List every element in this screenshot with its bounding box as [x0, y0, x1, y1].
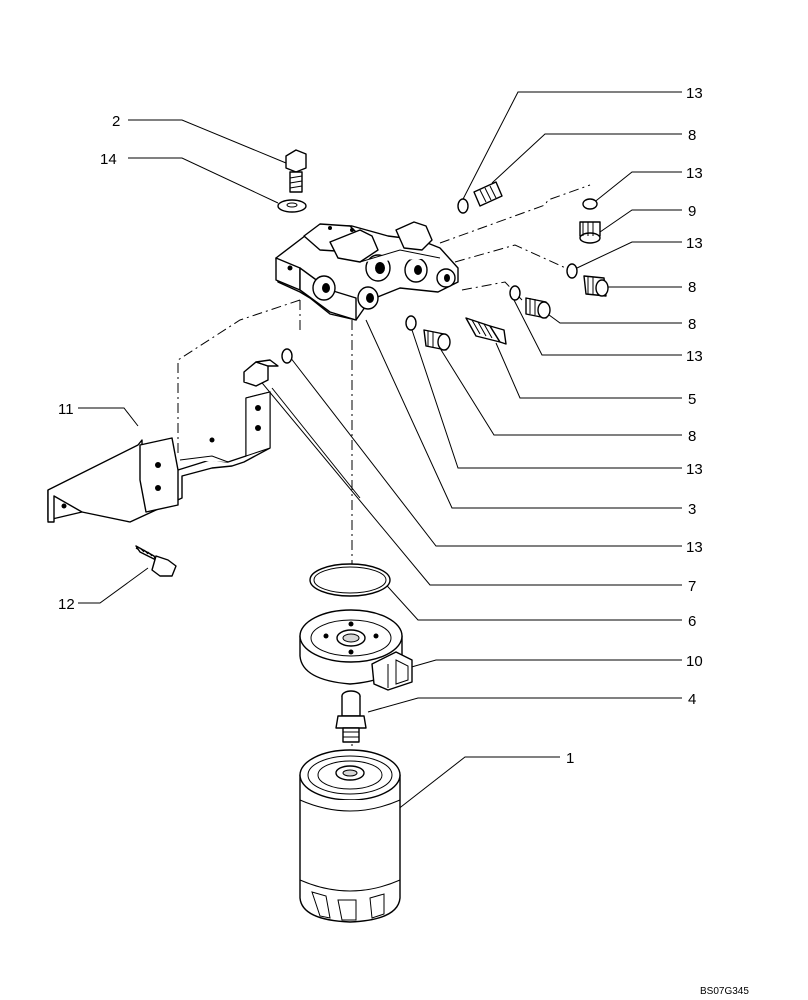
- bolt-part-2: [285, 149, 307, 193]
- callout-2: 2: [112, 113, 120, 130]
- callout-8: 8: [688, 316, 696, 333]
- fitting-part-8-mid: [525, 297, 551, 319]
- callout-6: 6: [688, 613, 696, 630]
- callout-5: 5: [688, 391, 696, 408]
- sensor-part-5: [465, 317, 507, 345]
- drawing-code: BS07G345: [700, 986, 749, 997]
- callout-13: 13: [686, 461, 703, 478]
- filter-head-part-3: [275, 221, 459, 321]
- bracket-part-11: [47, 391, 271, 523]
- filter-base-part-10: [299, 609, 413, 691]
- callout-11: 11: [58, 401, 74, 418]
- callout-12: 12: [58, 596, 75, 613]
- filter-canister-part-1: [299, 749, 401, 923]
- callout-13: 13: [686, 85, 703, 102]
- o-rings-part-13: [281, 198, 598, 364]
- nipple-part-4: [335, 690, 367, 743]
- callout-10: 10: [686, 653, 703, 670]
- fitting-part-8-right: [583, 275, 609, 297]
- callout-3: 3: [688, 501, 696, 518]
- fitting-part-9: [579, 221, 601, 244]
- washer-part-14: [277, 199, 307, 213]
- callout-4: 4: [688, 691, 696, 708]
- callout-7: 7: [688, 578, 696, 595]
- fitting-part-8-low: [423, 329, 451, 351]
- callout-13: 13: [686, 539, 703, 556]
- callout-13: 13: [686, 165, 703, 182]
- leader-lines: [78, 91, 682, 811]
- callout-8: 8: [688, 279, 696, 296]
- callout-9: 9: [688, 203, 696, 220]
- callout-1: 1: [566, 750, 574, 767]
- callout-13: 13: [686, 235, 703, 252]
- seal-ring-part-6: [309, 563, 391, 597]
- fitting-part-8-top: [473, 181, 503, 207]
- callout-8: 8: [688, 428, 696, 445]
- callout-14: 14: [100, 151, 117, 168]
- callout-labels: 13 2 8 14 13 9 13 8 8 13 5 11 8 13 3 13 …: [58, 85, 703, 767]
- bolt-part-12: [135, 545, 177, 577]
- callout-13: 13: [686, 348, 703, 365]
- plug-part-7: [243, 359, 279, 387]
- callout-8: 8: [688, 127, 696, 144]
